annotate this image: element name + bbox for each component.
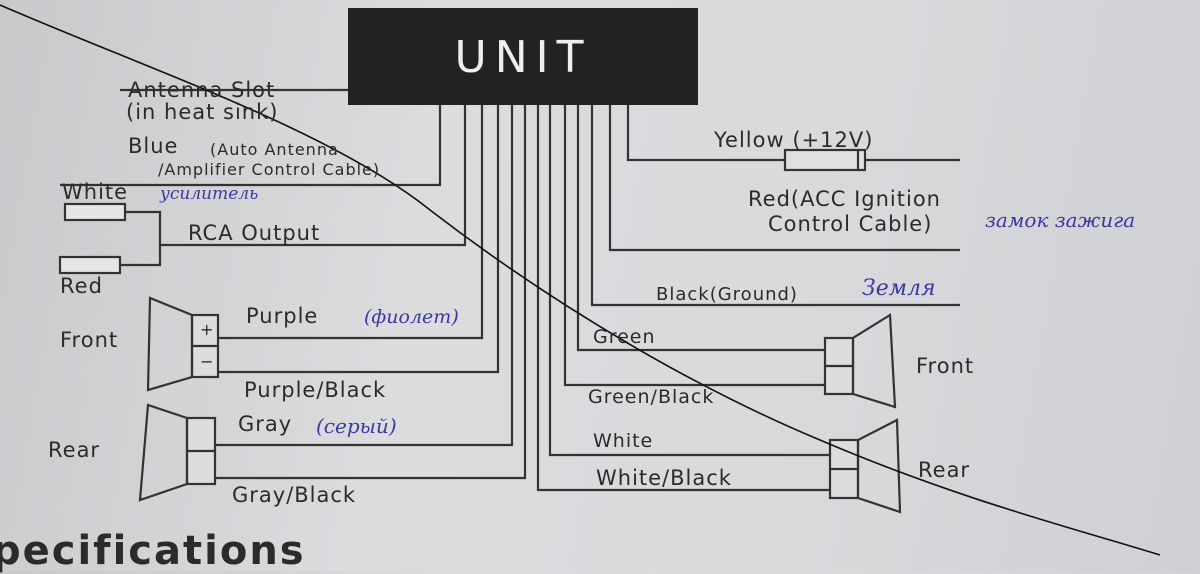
front-right-label: Front bbox=[916, 354, 975, 378]
plus-sign: + bbox=[200, 320, 215, 339]
purple-wire bbox=[218, 95, 484, 340]
yellow-wire bbox=[626, 95, 785, 162]
blue-sub1: (Auto Antenna bbox=[210, 140, 339, 159]
specifications-heading: pecifications bbox=[0, 528, 306, 574]
gray-black-label: Gray/Black bbox=[232, 483, 357, 507]
purple-black-wire bbox=[218, 95, 500, 374]
yellow-label: Yellow (+12V) bbox=[714, 128, 874, 152]
red-acc-label-1: Red(ACC Ignition bbox=[748, 187, 941, 211]
blue-note: усилитель bbox=[160, 184, 259, 204]
red-rca-label: Red bbox=[60, 274, 103, 298]
speaker-front-left bbox=[146, 296, 220, 392]
speaker-front-right bbox=[823, 313, 897, 409]
rca-wire bbox=[160, 95, 467, 247]
gray-label: Gray bbox=[238, 412, 293, 436]
gray-note: (серый) bbox=[316, 414, 397, 438]
rear-right-label: Rear bbox=[918, 458, 971, 482]
speaker-rear-left bbox=[138, 403, 217, 502]
rca-plug-white bbox=[63, 202, 127, 222]
white-black-wire bbox=[536, 95, 830, 492]
red-acc-wire bbox=[608, 95, 960, 252]
green-label: Green bbox=[593, 326, 656, 348]
purple-black-label: Purple/Black bbox=[244, 378, 387, 402]
green-black-label: Green/Black bbox=[588, 386, 715, 408]
purple-note: (фиолет) bbox=[364, 306, 459, 328]
pen-stroke bbox=[0, 4, 1161, 556]
purple-label: Purple bbox=[246, 304, 319, 328]
green-black-wire bbox=[563, 95, 825, 387]
gray-black-wire bbox=[215, 95, 527, 480]
speaker-rear-right bbox=[828, 418, 902, 514]
rca-split bbox=[120, 210, 162, 267]
red-acc-note: замок зажига bbox=[985, 208, 1136, 232]
unit-block: UNIT bbox=[348, 8, 698, 105]
white-rca-label: White bbox=[62, 180, 129, 204]
blue-wire bbox=[60, 95, 442, 187]
minus-sign: − bbox=[200, 352, 215, 371]
blue-sub2: /Amplifier Control Cable) bbox=[158, 160, 381, 179]
front-left-label: Front bbox=[60, 328, 119, 352]
blue-label: Blue bbox=[128, 134, 179, 158]
rca-output-label: RCA Output bbox=[188, 221, 321, 245]
antenna-label: Antenna Slot bbox=[128, 78, 276, 102]
red-acc-label-2: Control Cable) bbox=[768, 212, 933, 236]
black-ground-note: Земля bbox=[862, 276, 936, 301]
white-wire bbox=[548, 95, 830, 457]
rear-left-label: Rear bbox=[48, 438, 101, 462]
black-ground-label: Black(Ground) bbox=[656, 284, 798, 305]
green-wire bbox=[576, 95, 825, 352]
rca-plug-red bbox=[58, 255, 122, 275]
antenna-sub-label: (in heat sink) bbox=[126, 100, 279, 124]
white-black-label: White/Black bbox=[596, 466, 732, 490]
black-ground-wire bbox=[590, 95, 960, 307]
fuse bbox=[783, 148, 867, 172]
white-label: White bbox=[593, 430, 654, 452]
gray-wire bbox=[215, 95, 514, 447]
